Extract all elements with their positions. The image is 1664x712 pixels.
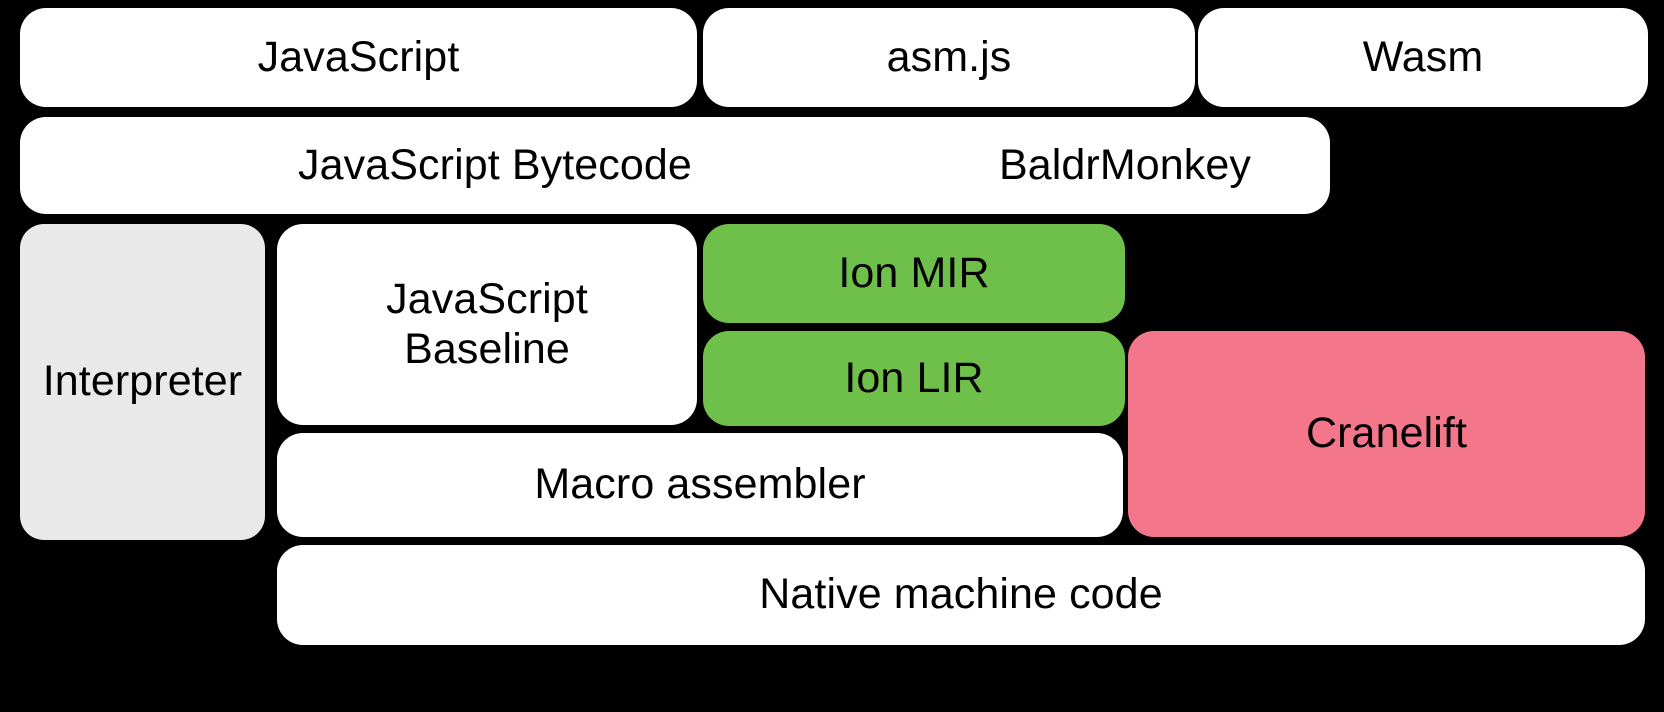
node-ion-lir[interactable]: Ion LIR — [703, 331, 1125, 426]
node-ion-mir[interactable]: Ion MIR — [703, 224, 1125, 323]
node-javascript[interactable]: JavaScript — [20, 8, 697, 107]
node-native-machine-code[interactable]: Native machine code — [277, 545, 1645, 645]
node-wasm[interactable]: Wasm — [1198, 8, 1648, 107]
node-javascript-baseline[interactable]: JavaScript Baseline — [277, 224, 697, 425]
node-interpreter[interactable]: Interpreter — [20, 224, 265, 540]
node-asm-js[interactable]: asm.js — [703, 8, 1195, 107]
node-cranelift[interactable]: Cranelift — [1128, 331, 1645, 537]
node-macro-assembler[interactable]: Macro assembler — [277, 433, 1123, 537]
node-javascript-bytecode[interactable]: JavaScript Bytecode — [20, 117, 970, 214]
node-baldrmonkey[interactable]: BaldrMonkey — [920, 117, 1330, 214]
